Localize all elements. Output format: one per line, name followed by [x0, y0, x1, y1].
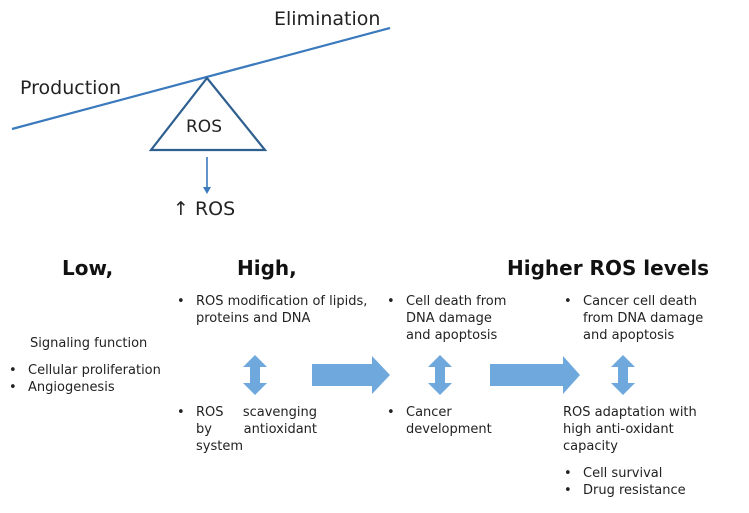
list-item: Cancer development	[385, 404, 505, 438]
high-heading: High,	[237, 256, 297, 280]
list-item: Angiogenesis	[7, 379, 182, 396]
mid-bottom-list: Cancer development	[385, 404, 505, 438]
ros-adaptation-text: ROS adaptation with high anti-oxidant ca…	[563, 405, 697, 454]
double-arrow-higher	[611, 355, 635, 395]
list-item: ROS scavenging by antioxidant system	[175, 404, 317, 455]
high-top-list: ROS modification of lipids, proteins and…	[175, 293, 375, 327]
elimination-label: Elimination	[274, 8, 381, 30]
list-item: Cell death from DNA damage and apoptosis	[385, 293, 520, 344]
low-effects-list: Cellular proliferation Angiogenesis	[7, 362, 182, 396]
low-heading: Low,	[62, 256, 114, 280]
mid-top-list: Cell death from DNA damage and apoptosis	[385, 293, 520, 344]
ros-fulcrum-triangle	[148, 76, 268, 152]
list-item: Cellular proliferation	[7, 362, 182, 379]
higher-top-list: Cancer cell death from DNA damage and ap…	[562, 293, 712, 344]
ros-increase-label: ↑ ROS	[173, 198, 236, 220]
ros-fulcrum-label: ROS	[186, 117, 222, 137]
list-item: Drug resistance	[562, 482, 712, 499]
double-arrow-high	[243, 355, 267, 395]
higher-ros-heading: Higher ROS levels	[507, 256, 710, 280]
seesaw-beam	[11, 26, 391, 131]
list-item: ROS modification of lipids, proteins and…	[175, 293, 375, 327]
down-arrow-head	[203, 187, 211, 194]
right-arrow-2	[490, 356, 580, 394]
signaling-function-label: Signaling function	[30, 336, 148, 351]
list-item: Cell survival	[562, 465, 712, 482]
production-label: Production	[20, 77, 122, 99]
right-arrow-1	[312, 356, 390, 394]
high-bottom-list: ROS scavenging by antioxidant system	[175, 404, 317, 455]
higher-bottom-list: Cell survival Drug resistance	[562, 465, 712, 499]
list-item: Cancer cell death from DNA damage and ap…	[562, 293, 712, 344]
double-arrow-mid	[428, 355, 452, 395]
